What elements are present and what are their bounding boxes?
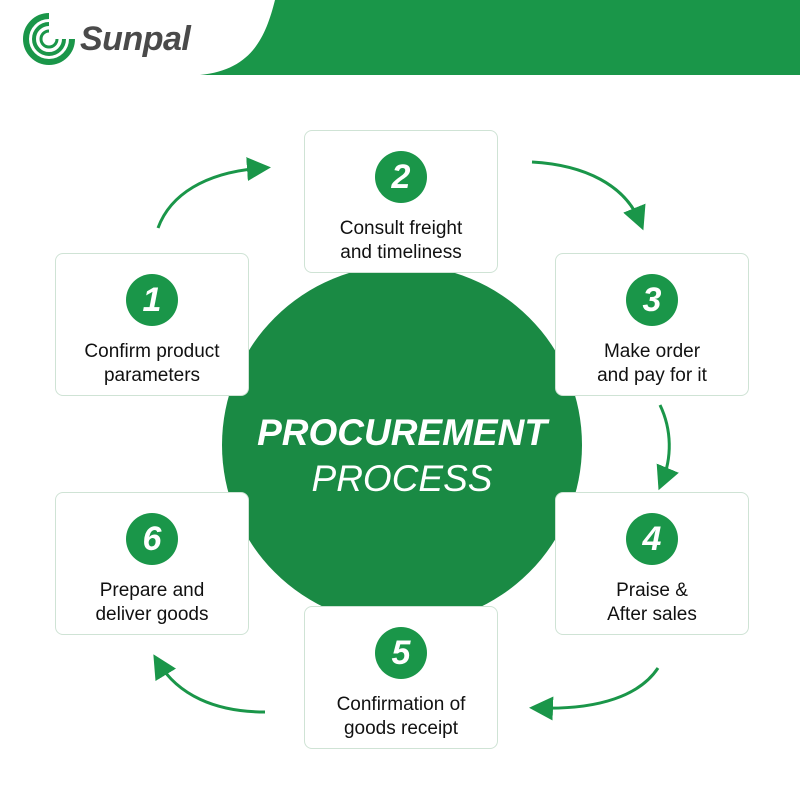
arrow-1-to-2 bbox=[156, 157, 271, 229]
header-banner bbox=[200, 0, 800, 75]
logo: Sunpal bbox=[22, 12, 191, 66]
arrow-4-to-5 bbox=[529, 667, 660, 721]
step-label: Confirm product bbox=[84, 341, 220, 362]
diagram-title: PROCUREMENT bbox=[257, 412, 547, 453]
step-label: Praise & bbox=[616, 580, 688, 601]
logo-swirl-icon bbox=[23, 13, 75, 65]
arrow-5-to-6 bbox=[153, 654, 266, 714]
step-number-badge: 4 bbox=[626, 513, 678, 565]
step-label: Consult freight bbox=[339, 218, 463, 239]
brand-name: Sunpal bbox=[80, 19, 191, 58]
step-label: goods receipt bbox=[343, 718, 459, 739]
step-5-card: 5 Confirmation of goods receipt bbox=[304, 606, 498, 749]
step-6-card: 6 Prepare and deliver goods bbox=[55, 492, 249, 635]
arrow-3-to-4 bbox=[656, 404, 679, 491]
diagram-subtitle: PROCESS bbox=[311, 458, 493, 499]
step-label: After sales bbox=[607, 604, 697, 625]
center-circle bbox=[222, 265, 582, 625]
arrow-2-to-3 bbox=[531, 160, 646, 231]
step-label: Make order bbox=[603, 341, 701, 362]
step-label: and timeliness bbox=[340, 242, 462, 263]
step-label: deliver goods bbox=[95, 604, 209, 625]
step-label: parameters bbox=[103, 365, 201, 386]
step-4-card: 4 Praise & After sales bbox=[555, 492, 749, 635]
step-number-badge: 5 bbox=[375, 627, 427, 679]
step-number-badge: 2 bbox=[375, 151, 427, 203]
step-3-card: 3 Make order and pay for it bbox=[555, 253, 749, 396]
step-1-card: 1 Confirm product parameters bbox=[55, 253, 249, 396]
step-number-badge: 3 bbox=[626, 274, 678, 326]
step-label: Prepare and bbox=[99, 580, 205, 601]
step-label: Confirmation of bbox=[336, 694, 466, 715]
step-2-card: 2 Consult freight and timeliness bbox=[304, 130, 498, 273]
step-label: and pay for it bbox=[597, 365, 707, 386]
step-number-badge: 1 bbox=[126, 274, 178, 326]
step-number-badge: 6 bbox=[126, 513, 178, 565]
